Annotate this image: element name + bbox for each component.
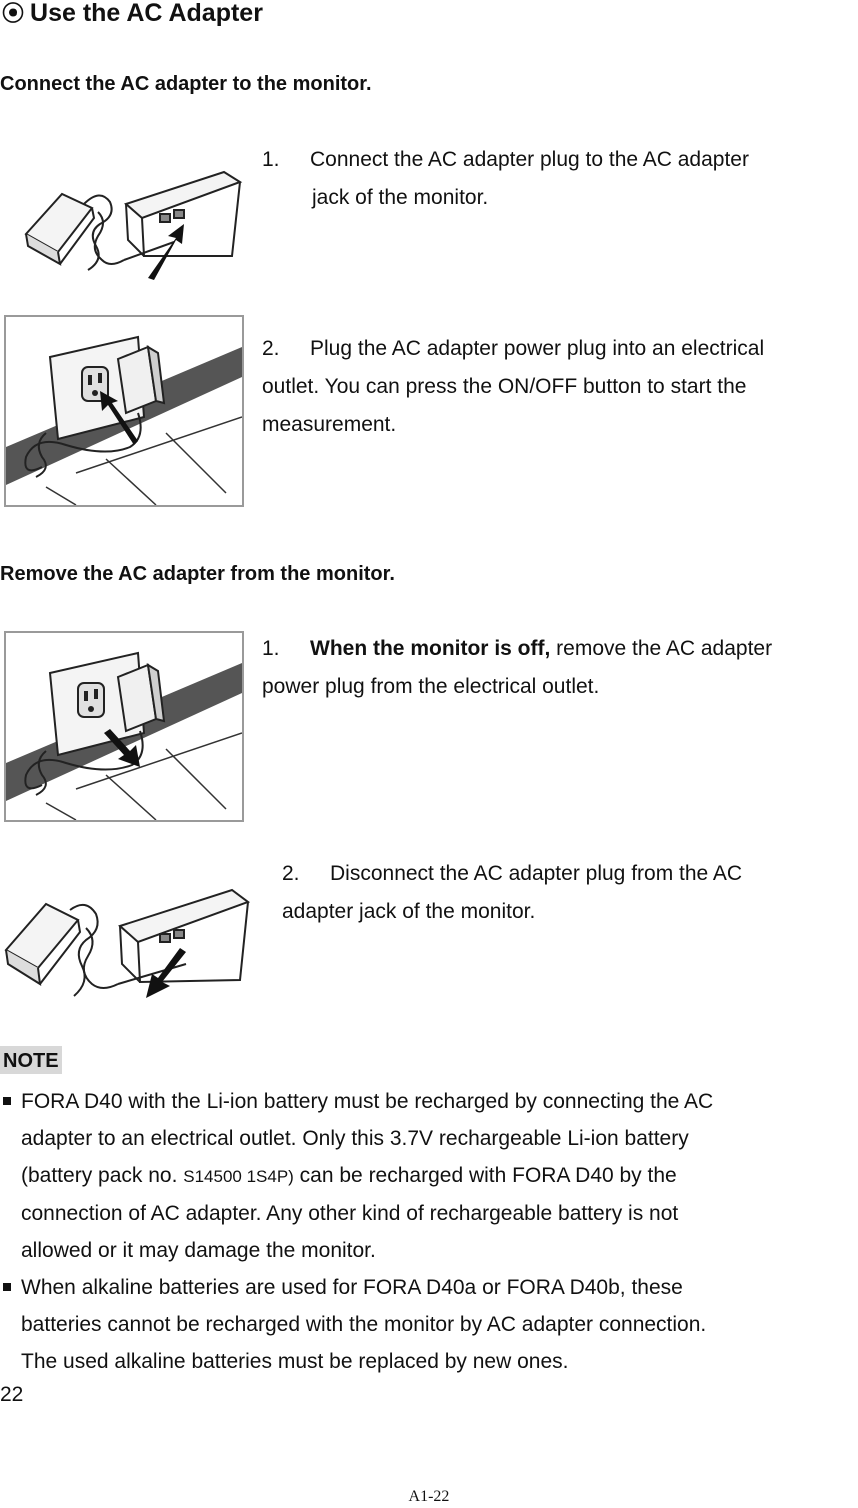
battery-model: S14500 1S4P) (183, 1167, 294, 1186)
note-label: NOTE (0, 1046, 62, 1074)
square-bullet-icon (3, 1283, 11, 1291)
figure-disconnect-plug (2, 870, 258, 1008)
remove-heading: Remove the AC adapter from the monitor. (0, 563, 395, 585)
figure-connect-plug (14, 152, 248, 282)
wall-outlet-unplug-illustration (6, 651, 242, 820)
circled-dot-icon: ⦿ (2, 1, 25, 26)
note-item: FORA D40 with the Li-ion battery must be… (0, 1083, 850, 1269)
adapter-monitor-disconnect-illustration (4, 888, 251, 998)
connect-step-1: 1.Connect the AC adapter plug to the AC … (262, 148, 749, 209)
figure-wall-outlet-unplug (4, 631, 244, 822)
note-item: When alkaline batteries are used for FOR… (0, 1269, 850, 1380)
square-bullet-icon (3, 1097, 11, 1105)
figure-wall-outlet-plug-in (4, 315, 244, 507)
adapter-monitor-illustration (24, 170, 243, 280)
note-list: FORA D40 with the Li-ion battery must be… (0, 1083, 850, 1380)
page-title: ⦿Use the AC Adapter (2, 0, 263, 27)
remove-step-1: 1.When the monitor is off, remove the AC… (262, 637, 773, 698)
connect-heading: Connect the AC adapter to the monitor. (0, 73, 372, 95)
remove-step-2: 2.Disconnect the AC adapter plug from th… (282, 862, 743, 923)
page-number: 22 (0, 1383, 24, 1406)
connect-step-2: 2.Plug the AC adapter power plug into an… (262, 337, 765, 436)
page-footer: A1-22 (408, 1488, 450, 1505)
wall-outlet-illustration (6, 335, 242, 505)
